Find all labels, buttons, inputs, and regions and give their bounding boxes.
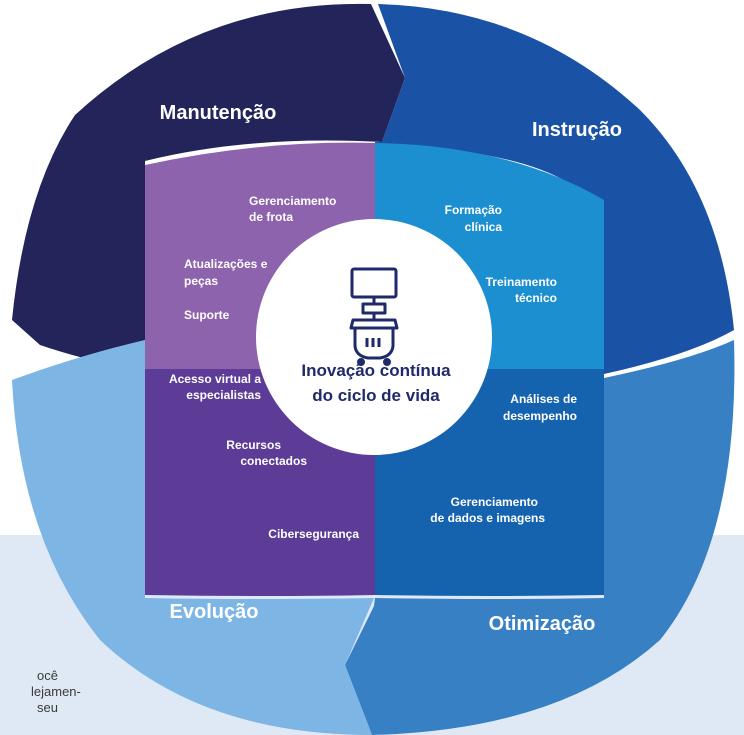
side-text-line: ocê [37,668,58,683]
center-title-line2: do ciclo de vida [312,386,440,405]
side-text-line: lejamen- [31,684,81,699]
center-circle [256,219,492,455]
item-treinamento-line1: Treinamento [486,275,557,289]
segment-label-instrucao: Instrução [532,119,622,141]
side-text-line: seu [37,700,58,715]
center-title-line1: Inovação contínua [301,361,451,380]
segment-label-otimizacao: Otimização [489,613,596,635]
item-gerenciamento-frota-line1: Gerenciamento [249,194,336,208]
segment-label-evolucao: Evolução [170,601,259,623]
segment-instrucao [375,4,734,374]
segment-otimizacao [345,340,735,735]
item-recursos-line2: conectados [240,454,307,468]
item-suporte: Suporte [184,308,230,322]
item-gerenciamento-dados-line1: Gerenciamento [451,495,538,509]
side-text-fragment: ocê lejamen- seu [0,668,81,716]
item-formacao-line1: Formação [445,203,502,217]
item-acesso-virtual-line2: especialistas [186,388,261,402]
item-recursos-line1: Recursos [226,438,281,452]
item-analises-line1: Análises de [510,392,577,406]
item-treinamento-line2: técnico [515,291,557,305]
segment-label-manutencao: Manutenção [160,102,277,124]
segment-evolucao [12,340,374,735]
item-ciberseguranca: Cibersegurança [268,527,359,541]
item-gerenciamento-dados-line2: de dados e imagens [430,511,545,525]
item-atualizacoes-line2: peças [184,274,218,288]
item-gerenciamento-frota-line2: de frota [249,210,293,224]
item-acesso-virtual-line1: Acesso virtual a [169,372,261,386]
item-analises-line2: desempenho [503,409,577,423]
segment-manutencao [12,3,405,373]
item-atualizacoes-line1: Atualizações e [184,257,268,271]
item-formacao-line2: clínica [465,220,503,234]
ultrasound-cart-icon [349,267,399,366]
